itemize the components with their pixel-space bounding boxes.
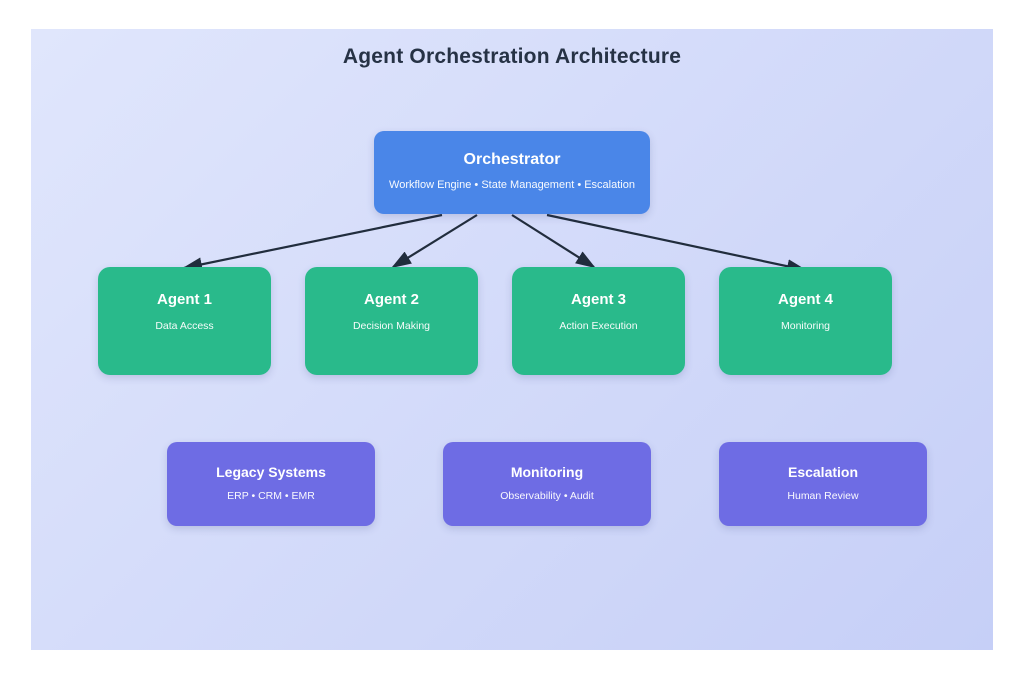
system-node-legacy-systems: Legacy Systems ERP • CRM • EMR (167, 442, 375, 526)
node-subtitle: Action Execution (559, 320, 638, 332)
agent-node-1: Agent 1 Data Access (98, 267, 271, 375)
node-title: Agent 4 (777, 291, 833, 308)
system-node-escalation: Escalation Human Review (719, 442, 927, 526)
node-title: Legacy Systems (216, 464, 326, 480)
orchestrator-node: Orchestrator Workflow Engine • State Man… (374, 131, 650, 214)
agent-node-2: Agent 2 Decision Making (305, 267, 478, 375)
system-node-monitoring: Monitoring Observability • Audit (443, 442, 651, 526)
arrow-orchestrator-to-agent-1 (182, 213, 443, 272)
node-title: Orchestrator (463, 151, 561, 168)
node-title: Agent 2 (363, 291, 419, 308)
node-title: Monitoring (510, 464, 584, 480)
node-subtitle: Human Review (787, 490, 859, 502)
node-title: Agent 1 (156, 291, 212, 308)
node-subtitle: Decision Making (352, 320, 431, 332)
connector-arrows (182, 213, 807, 274)
node-title: Agent 3 (570, 291, 626, 308)
node-title: Escalation (787, 464, 859, 480)
node-subtitle: Data Access (155, 320, 214, 332)
node-subtitle: Observability • Audit (500, 490, 594, 502)
agent-node-4: Agent 4 Monitoring (719, 267, 892, 375)
diagram-title: Agent Orchestration Architecture (342, 45, 682, 68)
node-subtitle: Monitoring (780, 320, 831, 332)
arrow-orchestrator-to-agent-2 (391, 214, 478, 269)
node-subtitle: Workflow Engine • State Management • Esc… (389, 179, 635, 191)
arrow-orchestrator-to-agent-3 (511, 214, 596, 269)
diagram-canvas: Agent Orchestration Architecture Orchest… (31, 29, 993, 650)
agent-node-3: Agent 3 Action Execution (512, 267, 685, 375)
arrow-orchestrator-to-agent-4 (546, 213, 807, 274)
node-subtitle: ERP • CRM • EMR (227, 490, 315, 502)
